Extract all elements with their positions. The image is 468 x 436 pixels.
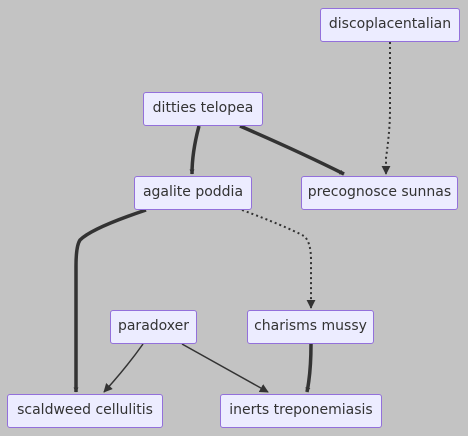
edge-agalite-poddia-to-scaldweed-cellulitis	[73, 208, 147, 393]
edge-agalite-poddia-to-charisms-mussy	[241, 209, 316, 309]
edge-ditties-telopea-to-precognosce-sunnas	[239, 124, 345, 176]
node-charisms-mussy: charisms mussy	[247, 310, 374, 344]
edge-charisms-mussy-to-inerts-treponemiasis	[305, 343, 313, 393]
edge-paradoxer-to-scaldweed-cellulitis	[103, 343, 144, 393]
node-ditties-telopea: ditties telopea	[143, 92, 263, 126]
edge-paradoxer-to-inerts-treponemiasis	[181, 343, 269, 393]
node-scaldweed-cellulitis: scaldweed cellulitis	[7, 394, 163, 428]
node-agalite-poddia: agalite poddia	[134, 176, 252, 210]
node-paradoxer: paradoxer	[110, 310, 197, 344]
edge-discoplacentalian-to-precognosce-sunnas	[381, 42, 391, 175]
edge-ditties-telopea-to-agalite-poddia	[189, 125, 201, 175]
node-inerts-treponemiasis: inerts treponemiasis	[220, 394, 382, 428]
node-discoplacentalian: discoplacentalian	[320, 8, 460, 42]
node-precognosce-sunnas: precognosce sunnas	[301, 176, 458, 210]
